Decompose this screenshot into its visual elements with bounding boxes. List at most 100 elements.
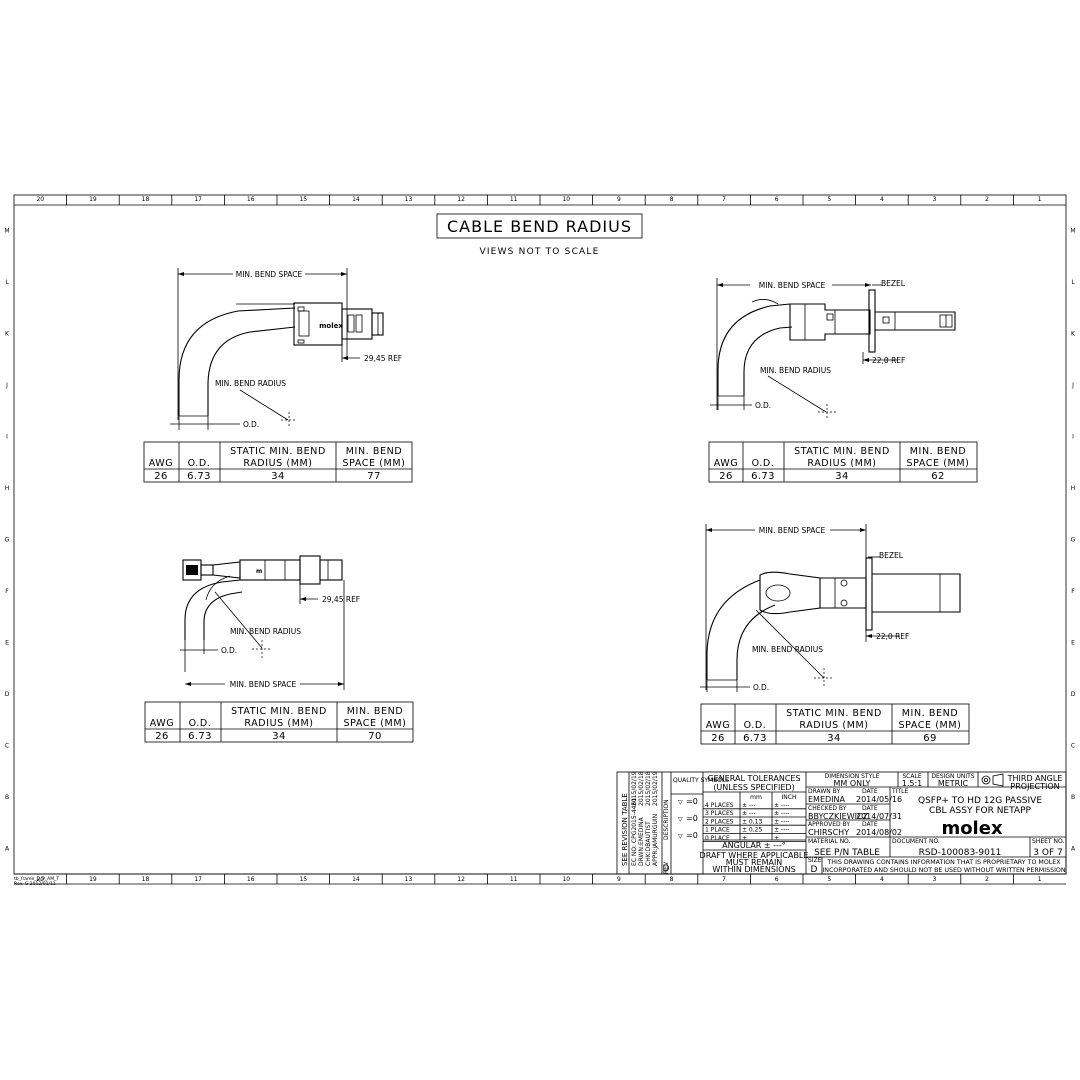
svg-text:=0: =0 bbox=[686, 814, 698, 823]
svg-text:DATE: DATE bbox=[862, 805, 878, 812]
svg-text:PROJECTION: PROJECTION bbox=[1010, 782, 1059, 791]
zone-column-label: 3 bbox=[933, 196, 937, 203]
zone-row-label: H bbox=[1071, 485, 1076, 492]
svg-text:WITHIN DIMENSIONS: WITHIN DIMENSIONS bbox=[712, 865, 795, 874]
zone-row-label: F bbox=[1071, 588, 1075, 595]
svg-text:MIN. BEND: MIN. BEND bbox=[910, 446, 967, 457]
svg-text:▽: ▽ bbox=[678, 816, 683, 823]
zone-row-label: G bbox=[5, 537, 10, 544]
tolerance-label: 0 PLACE bbox=[705, 835, 730, 842]
drawing-title: QSFP+ TO HD 12G PASSIVE bbox=[918, 796, 1042, 806]
zone-row-label: H bbox=[5, 485, 10, 492]
zone-row-label: C bbox=[1071, 742, 1075, 749]
min-bend-radius-label: MIN. BEND RADIUS bbox=[760, 366, 831, 375]
svg-text:2015/02/18: 2015/02/18 bbox=[638, 771, 645, 806]
zone-column-label: 14 bbox=[352, 876, 360, 883]
spec-table-1: AWG O.D. STATIC MIN. BEND RADIUS (MM) MI… bbox=[143, 441, 413, 483]
cable-inner-edge bbox=[743, 326, 793, 396]
tolerance-label: 2 PLACES bbox=[705, 818, 734, 825]
tolerance-mm: ± --- bbox=[742, 810, 755, 817]
min-bend-radius-label: MIN. BEND RADIUS bbox=[752, 645, 823, 654]
svg-text:REV: REV bbox=[663, 861, 670, 874]
svg-text:SHEET NO.: SHEET NO. bbox=[1032, 838, 1064, 845]
svg-text:QUALITY SYMBOLS: QUALITY SYMBOLS bbox=[673, 777, 729, 784]
document-number: RSD-100083-9011 bbox=[919, 848, 1002, 858]
table-2-space: 62 bbox=[931, 471, 945, 482]
min-bend-space-label: MIN. BEND SPACE bbox=[759, 281, 826, 290]
svg-text:STATIC MIN. BEND: STATIC MIN. BEND bbox=[230, 446, 326, 457]
svg-text:TITLE: TITLE bbox=[891, 788, 908, 795]
zone-column-label: 13 bbox=[405, 876, 413, 883]
svg-text:▽: ▽ bbox=[678, 833, 683, 840]
svg-text:SIZE: SIZE bbox=[808, 857, 822, 864]
tolerance-label: 1 PLACE bbox=[705, 827, 730, 834]
svg-text:DRWN:EMEDINA: DRWN:EMEDINA bbox=[638, 816, 645, 866]
zone-column-label: 10 bbox=[562, 196, 570, 203]
svg-text:DATE: DATE bbox=[862, 821, 878, 828]
zone-row-label: J bbox=[1071, 382, 1074, 389]
svg-text:STATIC MIN. BEND: STATIC MIN. BEND bbox=[786, 708, 882, 719]
svg-text:AWG: AWG bbox=[714, 458, 739, 469]
title-block: SEE REVISION TABLE EC NO: CPG2015-4461 D… bbox=[616, 771, 1067, 875]
zone-row-label: A bbox=[5, 845, 10, 852]
zone-column-label: 2 bbox=[985, 196, 989, 203]
ref-dimension-label: 22,0 REF bbox=[872, 356, 905, 365]
tolerance-mm: ± bbox=[742, 835, 747, 842]
zone-row-label: A bbox=[1071, 845, 1076, 852]
table-1-od: 6.73 bbox=[187, 471, 211, 482]
svg-text:O.D.: O.D. bbox=[188, 458, 211, 469]
zone-row-label: M bbox=[1070, 228, 1075, 235]
zone-row-label: E bbox=[5, 639, 9, 646]
table-3-awg: 26 bbox=[155, 731, 169, 742]
svg-text:CHECKED BY: CHECKED BY bbox=[808, 805, 847, 812]
cage bbox=[875, 311, 956, 331]
svg-text:DOCUMENT NO.: DOCUMENT NO. bbox=[892, 838, 940, 845]
spec-table-2: AWG O.D. STATIC MIN. BEND RADIUS (MM) MI… bbox=[708, 441, 978, 483]
title-box bbox=[436, 213, 643, 239]
svg-text:MATERIAL NO.: MATERIAL NO. bbox=[808, 838, 851, 845]
zone-column-label: 5 bbox=[827, 876, 831, 883]
zone-column-label: 4 bbox=[880, 876, 884, 883]
cage bbox=[872, 573, 961, 613]
svg-text:CHK:DBAUTIST: CHK:DBAUTIST bbox=[645, 821, 652, 866]
svg-text:CBL ASSY FOR NETAPP: CBL ASSY FOR NETAPP bbox=[929, 806, 1031, 816]
svg-text:APPR:JAMURGUIN: APPR:JAMURGUIN bbox=[652, 814, 659, 866]
view-4-bezel-bend: MIN. BEND SPACE BEZEL 22,0 REF MIN. BEND… bbox=[700, 524, 961, 692]
svg-text:O.D.: O.D. bbox=[752, 458, 775, 469]
svg-text:D: D bbox=[811, 865, 818, 875]
svg-text:MIN. BEND: MIN. BEND bbox=[902, 708, 959, 719]
zone-column-label: 7 bbox=[722, 196, 726, 203]
svg-text:THIRD ANGLE: THIRD ANGLE bbox=[1007, 774, 1063, 783]
svg-text:DRAWN BY: DRAWN BY bbox=[808, 788, 840, 795]
svg-text:RADIUS (MM): RADIUS (MM) bbox=[807, 458, 876, 469]
svg-text:MIN. BEND: MIN. BEND bbox=[347, 706, 404, 717]
zone-column-label: 9 bbox=[617, 876, 621, 883]
cable-outer-edge bbox=[184, 579, 241, 640]
page-title: CABLE BEND RADIUS bbox=[447, 217, 632, 236]
od-label: O.D. bbox=[753, 683, 769, 692]
zone-column-label: 17 bbox=[194, 196, 202, 203]
page-subtitle: VIEWS NOT TO SCALE bbox=[479, 247, 599, 257]
connector-housing bbox=[239, 559, 301, 581]
zone-column-label: 9 bbox=[617, 196, 621, 203]
svg-text:SCALE: SCALE bbox=[902, 773, 921, 780]
svg-text:DIMENSION STYLE: DIMENSION STYLE bbox=[825, 773, 880, 780]
svg-text:APPROVED BY: APPROVED BY bbox=[808, 821, 850, 828]
svg-text:AWG: AWG bbox=[149, 458, 174, 469]
svg-text:RADIUS (MM): RADIUS (MM) bbox=[243, 458, 312, 469]
zone-row-label: B bbox=[5, 794, 9, 801]
zone-column-label: 14 bbox=[352, 196, 360, 203]
cable-inner-edge bbox=[203, 591, 243, 640]
cable-outer-edge bbox=[706, 579, 761, 680]
table-4-awg: 26 bbox=[711, 733, 725, 744]
ref-dimension-label: 29,45 REF bbox=[322, 595, 360, 604]
zone-column-label: 16 bbox=[247, 876, 255, 883]
min-bend-space-label: MIN. BEND SPACE bbox=[759, 526, 826, 535]
zone-row-label: D bbox=[1071, 691, 1076, 698]
zone-column-label: 1 bbox=[1038, 876, 1042, 883]
tolerance-mm: ± --- bbox=[742, 802, 755, 809]
svg-text:2015/02/19: 2015/02/19 bbox=[652, 771, 659, 806]
svg-text:SPACE (MM): SPACE (MM) bbox=[344, 718, 407, 729]
connector-housing bbox=[789, 303, 871, 341]
